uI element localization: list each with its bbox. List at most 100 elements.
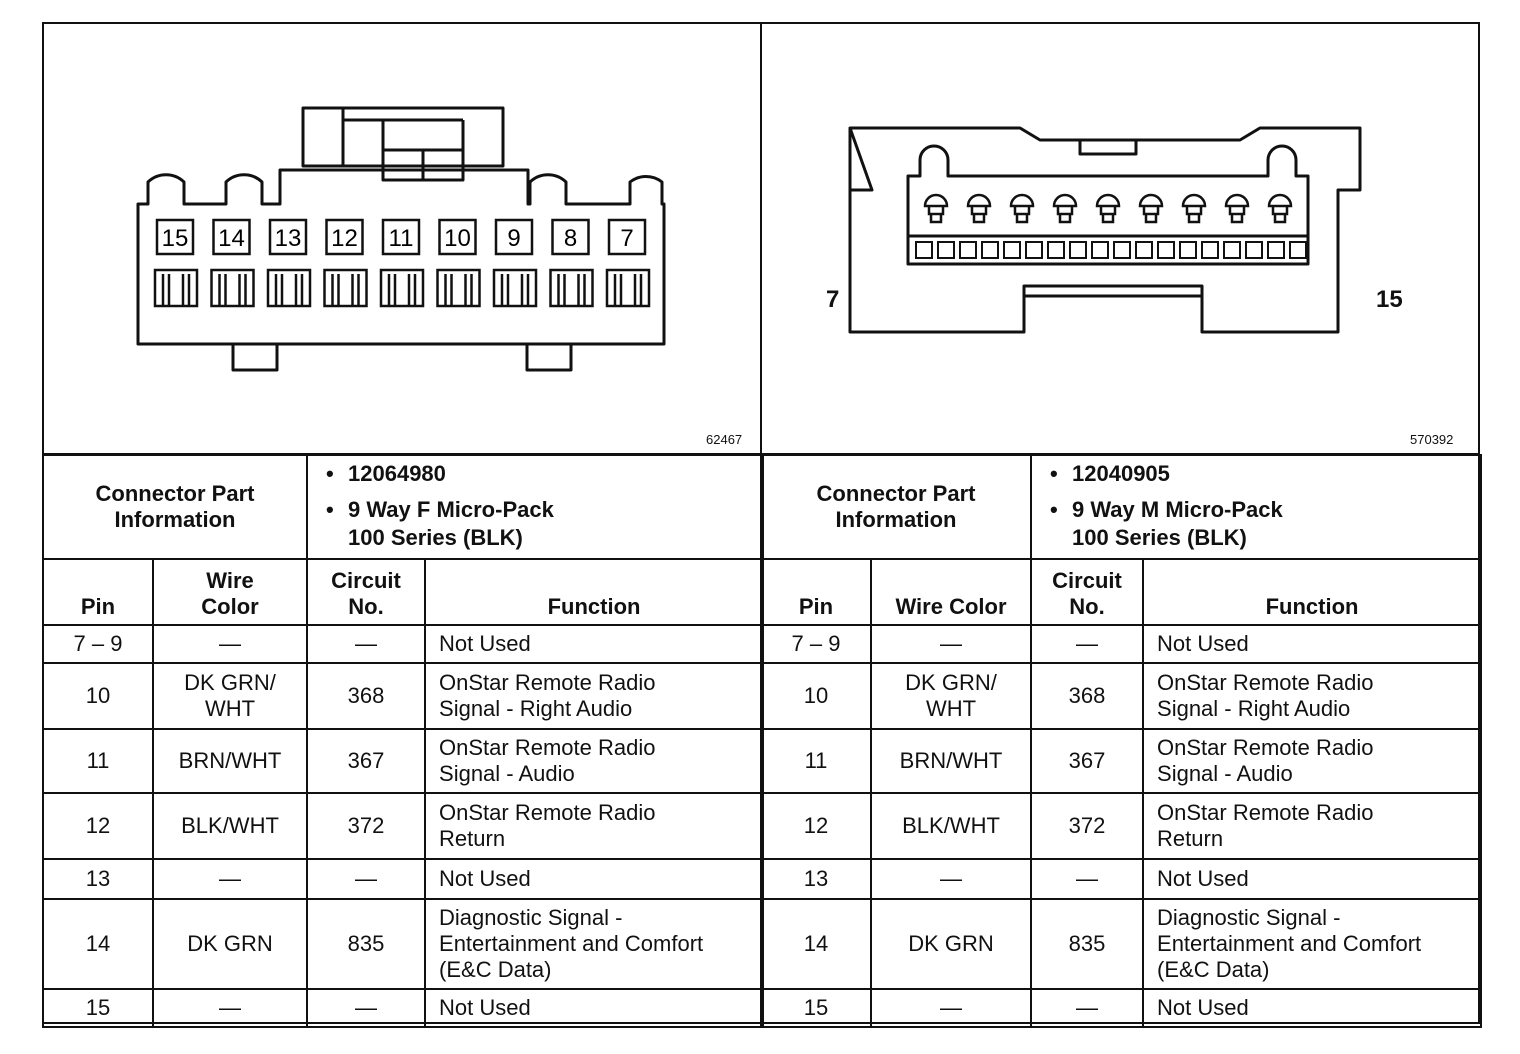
pin-guide-cell	[1047, 241, 1065, 259]
pin-cell: 15	[42, 988, 154, 1028]
right-figure-number: 570392	[1410, 432, 1454, 447]
table-row: 7 – 9——Not Used	[42, 624, 765, 664]
function-cell: Not Used	[424, 858, 765, 900]
function-cell: Not Used	[424, 624, 765, 664]
pin-cell: 12	[42, 792, 154, 860]
cavity-box	[494, 218, 534, 256]
male-pin	[966, 193, 992, 224]
male-pin	[1095, 193, 1121, 224]
diagram-table-divider	[42, 453, 1480, 455]
wire-color-cell: BRN/WHT	[869, 728, 1033, 794]
male-pin	[1009, 193, 1035, 224]
wire-color-cell: DK GRN/WHT	[869, 662, 1033, 730]
circuit-cell: —	[1030, 624, 1145, 664]
pin-cell: 7 – 9	[42, 624, 154, 664]
table-row: 13——Not Used	[42, 858, 765, 900]
wire-color-cell: —	[151, 858, 309, 900]
pin-guide-cell	[1289, 241, 1307, 259]
pin-guide-cell	[1179, 241, 1197, 259]
wire-color-cell: —	[151, 624, 309, 664]
circuit-cell: 367	[306, 728, 427, 794]
pin-cell: 11	[760, 728, 872, 794]
circuit-cell: —	[306, 624, 427, 664]
pin-cell: 10	[760, 662, 872, 730]
pin-cell: 14	[42, 898, 154, 990]
pin-guide-cell	[1003, 241, 1021, 259]
right-connector-diagram	[848, 126, 1362, 334]
left-part-number: •12064980	[326, 461, 446, 486]
pin-guide-cell	[1223, 241, 1241, 259]
cavity-number: 8	[564, 225, 577, 252]
cavity-number: 11	[389, 225, 414, 252]
wire-color-cell: BLK/WHT	[151, 792, 309, 860]
pin-guide-cell	[1091, 241, 1109, 259]
male-pin	[923, 193, 949, 224]
circuit-cell: 835	[1030, 898, 1145, 990]
male-pin	[1138, 193, 1164, 224]
circuit-cell: 372	[306, 792, 427, 860]
cavity-box	[155, 218, 195, 256]
terminal-slot	[605, 268, 651, 308]
right-pinout-table: Connector Part Information •12040905 •9 …	[759, 454, 1483, 1028]
function-cell: Not Used	[1142, 988, 1483, 1028]
pin-cell: 10	[42, 662, 154, 730]
left-header-function: Function	[424, 558, 765, 626]
circuit-cell: —	[306, 988, 427, 1028]
right-header-wire-color: Wire Color	[869, 558, 1033, 626]
terminal-slot	[153, 268, 199, 308]
pin-cell: 7 – 9	[760, 624, 872, 664]
pin-guide-cell	[1113, 241, 1131, 259]
right-part-number: •12040905	[1050, 461, 1170, 486]
cavity-box	[551, 218, 590, 256]
right-connector-info-label: Connector Part Information	[759, 454, 1033, 560]
circuit-cell: 368	[1030, 662, 1145, 730]
pin-cell: 11	[42, 728, 154, 794]
table-row: 15——Not Used	[42, 988, 765, 1028]
circuit-cell: 835	[306, 898, 427, 990]
wire-color-cell: DK GRN	[869, 898, 1033, 990]
right-end-label-7: 7	[826, 286, 840, 313]
pin-guide-cell	[915, 241, 933, 259]
circuit-cell: —	[306, 858, 427, 900]
terminal-slot	[323, 268, 368, 308]
cavity-number: 7	[620, 225, 633, 252]
cavity-box	[325, 218, 364, 256]
pin-guide-cell	[981, 241, 999, 259]
terminal-slot	[549, 268, 594, 308]
function-cell: Not Used	[1142, 858, 1483, 900]
terminal-slot	[210, 268, 255, 308]
circuit-cell: 372	[1030, 792, 1145, 860]
left-header-pin: Pin	[42, 558, 154, 626]
wire-color-cell: DK GRN	[151, 898, 309, 990]
male-pin	[1052, 193, 1078, 224]
pin-guide-cell	[959, 241, 977, 259]
wire-color-cell: BRN/WHT	[151, 728, 309, 794]
wire-color-cell: —	[869, 858, 1033, 900]
cavity-box	[438, 218, 477, 256]
wire-color-cell: DK GRN/WHT	[151, 662, 309, 730]
terminal-slot	[492, 268, 538, 308]
left-figure-number: 62467	[706, 432, 743, 447]
cavity-number: 12	[331, 225, 358, 252]
right-header-function: Function	[1142, 558, 1483, 626]
left-connector-info-label: Connector Part Information	[41, 454, 309, 560]
circuit-cell: —	[1030, 988, 1145, 1028]
wire-color-cell: —	[869, 988, 1033, 1028]
terminal-slot	[266, 268, 312, 308]
circuit-cell: 367	[1030, 728, 1145, 794]
circuit-cell: 368	[306, 662, 427, 730]
